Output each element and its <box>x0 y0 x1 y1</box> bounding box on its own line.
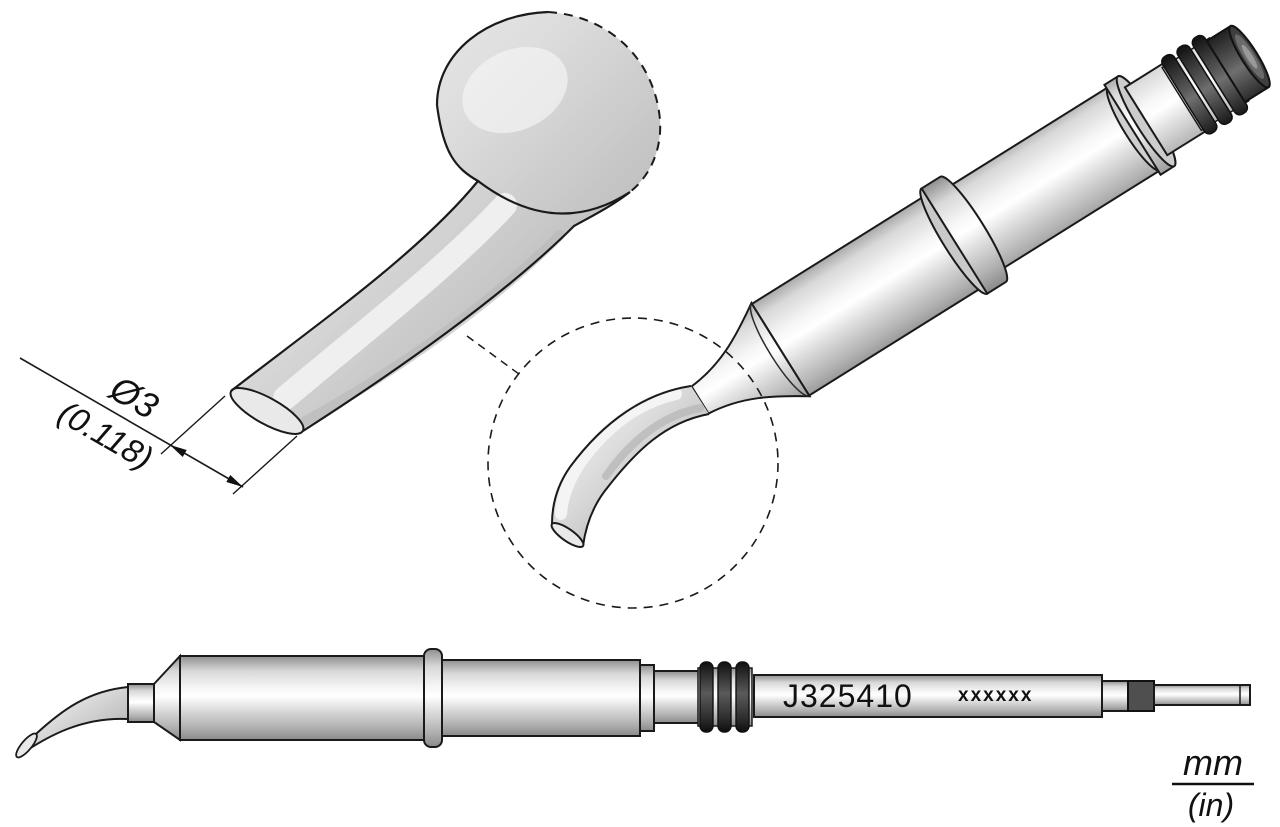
iso-oring-2 <box>1176 44 1233 126</box>
iso-tip-outline <box>551 385 710 547</box>
marking-label: xxxxxx <box>958 685 1033 706</box>
tip-highlight <box>273 193 517 410</box>
detail-leader-dashed <box>466 335 524 378</box>
dimension-line <box>19 357 244 488</box>
iso-tip-shade <box>602 404 704 480</box>
iso-cone <box>690 300 812 415</box>
part-number-label: J325410 <box>783 678 913 714</box>
tip-detail-view <box>229 10 662 435</box>
unit-in-label: (in) <box>1188 787 1234 823</box>
dimension-arrow-right <box>226 475 243 487</box>
side-dark-band <box>1127 680 1155 712</box>
side-neck2 <box>653 670 701 724</box>
cartridge-side-view: J325410 xxxxxx <box>15 648 1251 759</box>
side-collar <box>423 648 443 748</box>
iso-end-face-center <box>1241 44 1258 69</box>
side-tip-cut-face <box>15 732 38 759</box>
side-oring-3 <box>735 661 750 733</box>
side-step <box>639 664 655 732</box>
iso-tip-highlight <box>555 388 682 520</box>
side-oring-2 <box>717 661 732 733</box>
dome-highlight <box>462 46 568 134</box>
iso-oring-1 <box>1161 53 1218 135</box>
iso-tip <box>550 385 710 548</box>
side-body2 <box>441 659 641 737</box>
side-end-seg <box>1101 680 1129 712</box>
side-neck <box>127 683 155 723</box>
tip-shade <box>295 230 565 429</box>
units-legend: mm (in) <box>1172 742 1254 823</box>
side-rod <box>1153 684 1251 706</box>
tip-body-fill <box>230 12 661 435</box>
detail-circle <box>466 317 779 609</box>
side-oring-1 <box>699 661 714 733</box>
side-cone <box>153 653 181 742</box>
detail-circle-outline <box>487 317 779 609</box>
side-body1 <box>179 655 425 741</box>
iso-tip-cut-face <box>550 522 585 548</box>
dimension-arrow-left <box>170 445 187 457</box>
iso-tip-fill <box>552 386 709 546</box>
tip-outline-solid <box>230 10 631 432</box>
extension-lines <box>160 395 298 495</box>
iso-collar <box>920 175 1009 295</box>
unit-mm-label: mm <box>1183 742 1243 783</box>
cartridge-iso-view <box>690 24 1271 415</box>
